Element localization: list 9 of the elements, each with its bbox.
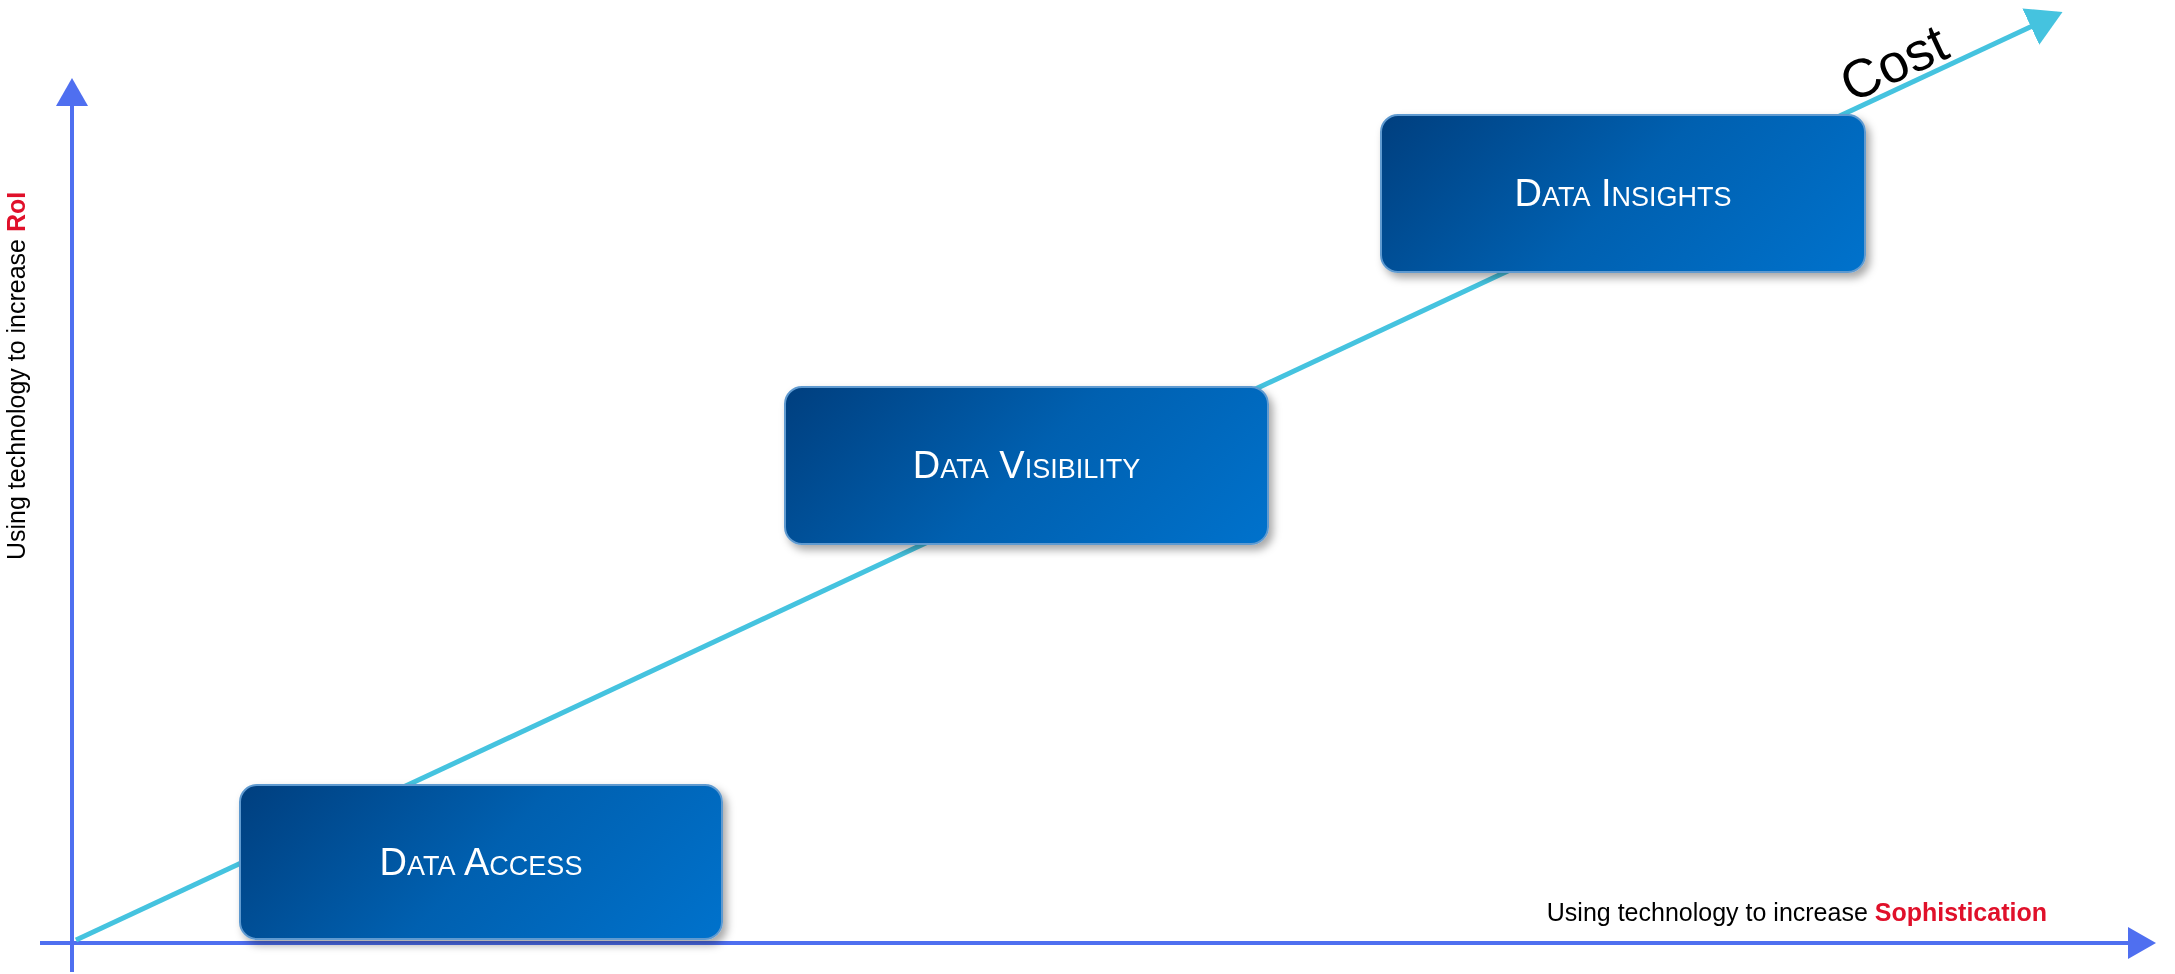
stage-box [1380, 114, 1866, 273]
stage-box [784, 386, 1269, 545]
cost-label: Cost [1830, 11, 1957, 115]
stage-box [239, 784, 723, 940]
stage-label: Data Insights [1514, 172, 1732, 215]
stage-label: Data Access [379, 840, 583, 884]
stage-label: Data Visibility [912, 444, 1141, 487]
x-axis-label: Using technology to increase Sophistication [1546, 898, 2047, 927]
y-axis-label: Using technology to increase RoI [2, 191, 31, 560]
